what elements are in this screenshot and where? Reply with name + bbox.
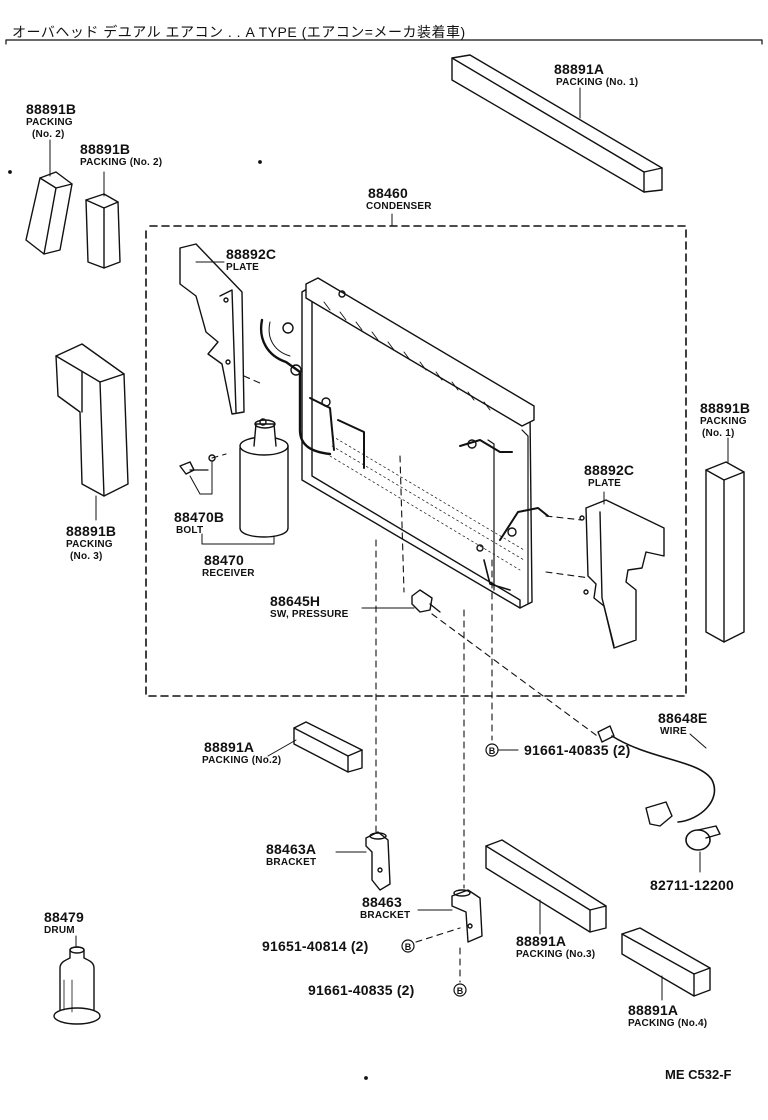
part-number-packing-no3-mid: 88891A — [516, 933, 567, 949]
part-name-plate-left: PLATE — [226, 262, 260, 273]
part-name-wire: WIRE — [660, 726, 687, 737]
part-number-condenser: 88460 — [368, 185, 408, 201]
part-number-wire: 88648E — [658, 710, 708, 726]
part-number-receiver: 88470 — [204, 552, 244, 568]
packing-no1-top-shape — [451, 54, 663, 193]
part-name-packing-no1-right-1: PACKING — [700, 416, 747, 427]
part-name-bracket: BRACKET — [360, 910, 411, 921]
figure-code: ME C532-F — [665, 1067, 732, 1082]
leader-wire — [689, 733, 707, 749]
part-number-bracket: 88463 — [362, 894, 402, 910]
part-number-bolt: 88470B — [174, 509, 225, 525]
bolt-marker-letter-lower: B — [457, 986, 464, 996]
part-number-packing-no4: 88891A — [628, 1002, 679, 1018]
part-name-receiver: RECEIVER — [202, 568, 255, 579]
part-name-packing-no3-mid: PACKING (No.3) — [516, 949, 596, 960]
packing-no2-mid-shape — [293, 721, 363, 773]
part-name-condenser: CONDENSER — [366, 201, 432, 212]
part-name-packing-no2-mid: PACKING (No.2) — [202, 755, 282, 766]
sw-pressure-shape — [411, 589, 441, 613]
part-number-packing-no1-right: 88891B — [700, 400, 751, 416]
part-number-drum: 88479 — [44, 909, 84, 925]
part-number-plate-right: 88892C — [584, 462, 635, 478]
plate-left-shape — [179, 243, 245, 415]
bolt-shape — [179, 454, 216, 475]
part-number-packing-no3-left: 88891B — [66, 523, 117, 539]
part-name-drum: DRUM — [44, 925, 75, 936]
part-name-packing-no3-left-2: (No. 3) — [70, 551, 103, 562]
leader-packing-no2-mid — [267, 739, 297, 757]
part-name-packing-no2-a-2: (No. 2) — [32, 129, 65, 140]
part-number-bolt-91661-lower: 91661-40835 (2) — [308, 982, 415, 998]
part-number-plate-left: 88892C — [226, 246, 277, 262]
condenser-unit — [259, 277, 549, 609]
part-number-packing-no2-b: 88891B — [80, 141, 131, 157]
leader-receiver — [201, 533, 275, 545]
part-name-packing-no4: PACKING (No.4) — [628, 1018, 708, 1029]
plate-right-shape — [579, 499, 665, 649]
packing-no2-block-b — [85, 193, 121, 269]
bolt-marker-letter-upper: B — [489, 746, 496, 756]
part-name-packing-no3-left-1: PACKING — [66, 539, 113, 550]
bracket-a-shape — [365, 831, 391, 891]
packing-no1-right-shape — [705, 461, 745, 643]
bolt-marker-lower — [453, 983, 467, 997]
part-number-bolt-91661-upper: 91661-40835 (2) — [524, 742, 631, 758]
bolt-marker-91651 — [401, 939, 415, 953]
leader-bolt — [189, 461, 213, 495]
title-bracket — [5, 39, 763, 45]
part-number-bracket-a: 88463A — [266, 841, 317, 857]
bolt-marker-letter-91651: B — [405, 942, 412, 952]
part-number-clamp: 82711-12200 — [650, 877, 734, 893]
clamp-shape — [685, 825, 721, 851]
part-name-bolt: BOLT — [176, 525, 204, 536]
receiver-shape — [239, 418, 289, 538]
packing-no4-shape — [621, 927, 711, 997]
part-name-plate-right: PLATE — [588, 478, 622, 489]
packing-no2-block-a — [25, 171, 73, 255]
part-name-packing-no1-right-2: (No. 1) — [702, 428, 735, 439]
part-name-sw-pressure: SW, PRESSURE — [270, 609, 349, 620]
part-name-packing-no2-a-1: PACKING — [26, 117, 73, 128]
part-name-packing-no1-top: PACKING (No. 1) — [556, 77, 639, 88]
wire-shape — [597, 725, 716, 827]
drum-shape — [53, 946, 101, 1025]
part-number-packing-no2-a: 88891B — [26, 101, 77, 117]
packing-no3-left-shape — [55, 343, 129, 497]
packing-no3-mid-shape — [485, 839, 607, 933]
alignment-lines — [211, 375, 601, 983]
part-number-packing-no1-top: 88891A — [554, 61, 605, 77]
part-number-sw-pressure: 88645H — [270, 593, 321, 609]
bracket-shape — [451, 889, 483, 943]
part-number-bolt-91651: 91651-40814 (2) — [262, 938, 369, 954]
part-name-bracket-a: BRACKET — [266, 857, 317, 868]
part-name-packing-no2-b: PACKING (No. 2) — [80, 157, 163, 168]
page-title: オーバヘッド デユアル エアコン . . A TYPE (エアコン=メーカ装着車… — [12, 24, 466, 40]
part-number-packing-no2-mid: 88891A — [204, 739, 255, 755]
